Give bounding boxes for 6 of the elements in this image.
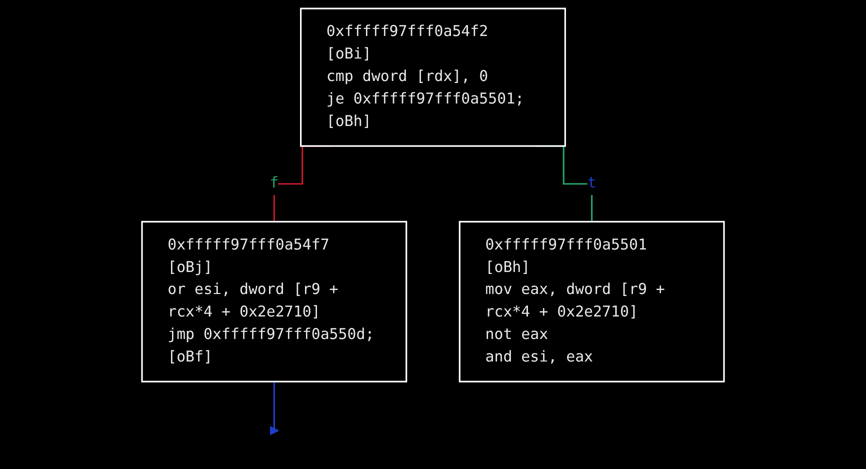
edge-label: f <box>270 174 279 192</box>
arrow <box>270 380 279 436</box>
node-box: 0xfffff97fff0a5501 [oBh] mov eax, dword [r9 + rcx*4 + 0x2e2710] not eax and esi, eax <box>458 220 725 382</box>
node-box: 0xfffff97fff0a54f7 [oBj] or esi, dword [r9 + rcx*4 + 0x2e2710] jmp 0xfffff97fff0a550d;[oBf] <box>141 220 408 382</box>
node-box: 0xfffff97fff0a54f2 [oBi] cmp dword [rdx], 0 je 0xfffff97fff0a5501;[oBh] <box>300 8 566 147</box>
edge-label: t <box>587 174 596 192</box>
